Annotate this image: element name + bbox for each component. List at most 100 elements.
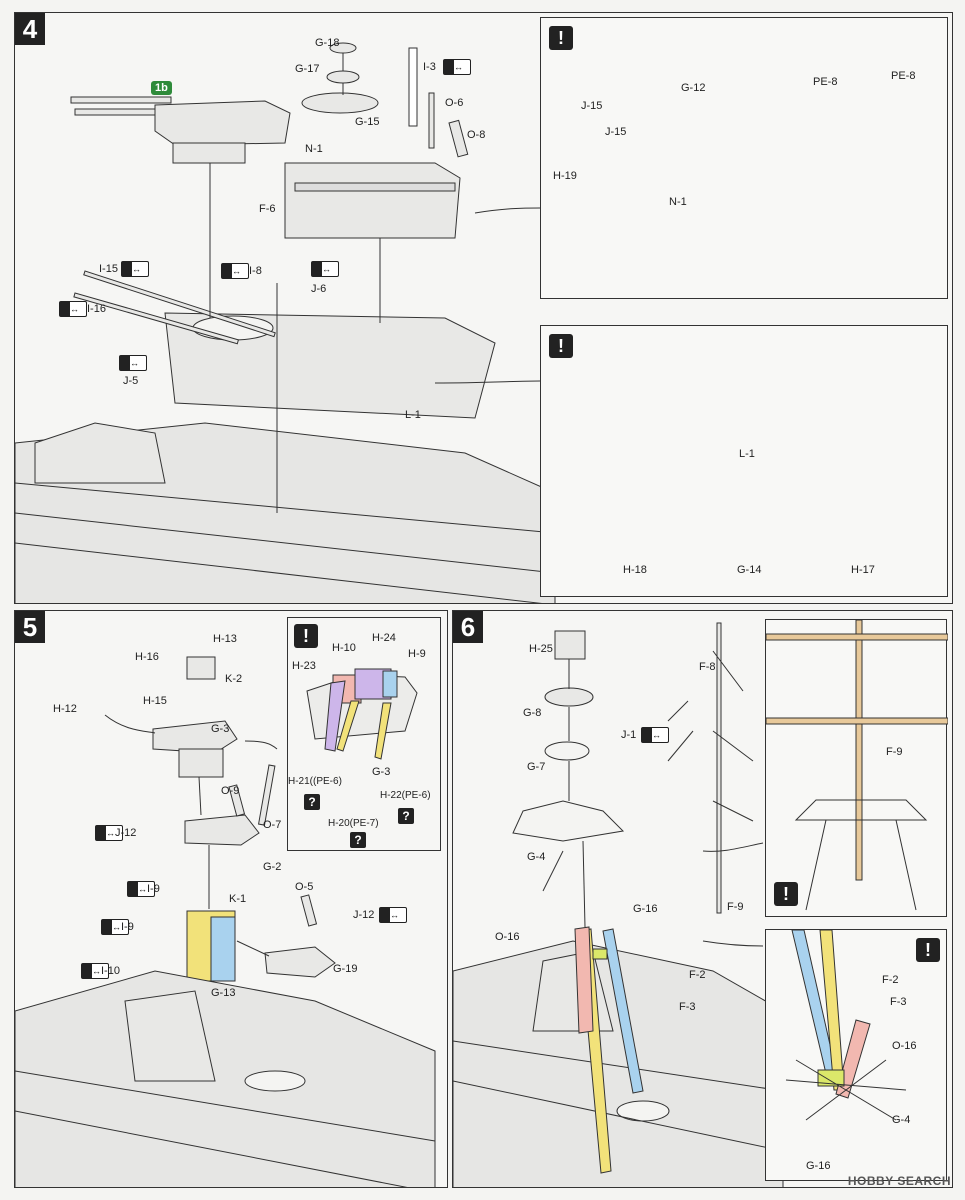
photo-etch-icon: ? bbox=[398, 808, 414, 824]
label-i16: I-16 bbox=[87, 303, 106, 315]
step-number: 5 bbox=[15, 611, 45, 643]
caution-icon: ! bbox=[294, 624, 318, 648]
mast-detail-drawing bbox=[766, 620, 948, 911]
label-i9a: I-9 bbox=[147, 883, 160, 895]
label-g13: G-13 bbox=[211, 987, 236, 999]
label-h22: H-22(PE-6) bbox=[380, 790, 431, 801]
label-j5: J-5 bbox=[123, 375, 139, 387]
label-j6: J-6 bbox=[311, 283, 327, 295]
step-5-panel: 5 bbox=[14, 610, 448, 1188]
label-g4-detail: G-4 bbox=[892, 1114, 911, 1126]
cut-icon: ↔ bbox=[641, 727, 669, 743]
label-h19: H-19 bbox=[553, 170, 577, 182]
photo-etch-icon: ? bbox=[350, 832, 366, 848]
cut-icon: ↔ bbox=[121, 261, 149, 277]
caution-icon: ! bbox=[916, 938, 940, 962]
label-f9-detail: F-9 bbox=[886, 746, 903, 758]
photo-etch-icon: ? bbox=[304, 794, 320, 810]
label-g18: G-18 bbox=[315, 37, 340, 49]
label-g7: G-7 bbox=[527, 761, 546, 773]
label-g16: G-16 bbox=[633, 903, 658, 915]
label-h18: H-18 bbox=[623, 564, 647, 576]
label-h23: H-23 bbox=[292, 660, 316, 672]
step-number: 6 bbox=[453, 611, 483, 643]
cut-icon: ↔ bbox=[101, 919, 129, 935]
step-5-drawing bbox=[15, 656, 436, 1187]
label-g19: G-19 bbox=[333, 963, 358, 975]
label-i10: I-10 bbox=[101, 965, 120, 977]
label-g16-detail: G-16 bbox=[806, 1160, 831, 1172]
label-f3-detail: F-3 bbox=[890, 996, 907, 1008]
label-g12: G-12 bbox=[681, 82, 706, 94]
label-j1: J-1 bbox=[621, 729, 637, 741]
cut-icon: ↔ bbox=[379, 907, 407, 923]
caution-icon: ! bbox=[549, 334, 573, 358]
label-j15b: J-15 bbox=[605, 126, 627, 138]
label-h15: H-15 bbox=[143, 695, 167, 707]
detail-callout-bridge: ! H-10 H-24 H-23 H-9 H-21((PE-6) G-3 H-2… bbox=[287, 617, 441, 851]
step-number: 4 bbox=[15, 13, 45, 45]
label-o8: O-8 bbox=[467, 129, 486, 141]
cut-icon: ↔ bbox=[127, 881, 155, 897]
detail-callout-superstructure: ! G-12 J-15 J-15 H-19 N-1 PE-8 PE-8 bbox=[540, 17, 948, 299]
label-g15: G-15 bbox=[355, 116, 380, 128]
label-f2-detail: F-2 bbox=[882, 974, 899, 986]
label-h17: H-17 bbox=[851, 564, 875, 576]
label-i3: I-3 bbox=[423, 61, 436, 73]
label-j12b: J-12 bbox=[353, 909, 375, 921]
label-i9b: I-9 bbox=[121, 921, 134, 933]
label-o16: O-16 bbox=[495, 931, 520, 943]
cut-icon: ↔ bbox=[81, 963, 109, 979]
label-k1: K-1 bbox=[229, 893, 247, 905]
tripod-detail-drawing bbox=[785, 930, 907, 1121]
caution-icon: ! bbox=[774, 882, 798, 906]
label-l1: L-1 bbox=[405, 409, 421, 421]
label-h10: H-10 bbox=[332, 642, 356, 654]
step-6-drawing bbox=[453, 622, 784, 1187]
label-h9: H-9 bbox=[408, 648, 426, 660]
label-j12a: J-12 bbox=[115, 827, 137, 839]
label-g17: G-17 bbox=[295, 63, 320, 75]
label-o9: O-9 bbox=[221, 785, 240, 797]
label-h24: H-24 bbox=[372, 632, 396, 644]
cut-icon: ↔ bbox=[95, 825, 123, 841]
label-g3: G-3 bbox=[211, 723, 230, 735]
label-g14: G-14 bbox=[737, 564, 762, 576]
label-o7: O-7 bbox=[263, 819, 282, 831]
detail-callout-base: ! L-1 H-18 G-14 H-17 bbox=[540, 325, 948, 597]
cut-icon: ↔ bbox=[311, 261, 339, 277]
label-f2: F-2 bbox=[689, 969, 706, 981]
label-h21: H-21((PE-6) bbox=[288, 776, 342, 787]
turret-reference-badge: 1b bbox=[151, 81, 172, 95]
label-g8: G-8 bbox=[523, 707, 542, 719]
label-o16-detail: O-16 bbox=[892, 1040, 917, 1052]
label-n1: N-1 bbox=[305, 143, 323, 155]
label-h12: H-12 bbox=[53, 703, 77, 715]
watermark: HOBBY SEARCH bbox=[847, 1174, 951, 1188]
label-f9: F-9 bbox=[727, 901, 744, 913]
label-g3-detail: G-3 bbox=[372, 766, 391, 778]
label-h16: H-16 bbox=[135, 651, 159, 663]
label-h25: H-25 bbox=[529, 643, 553, 655]
cut-icon: ↔ bbox=[119, 355, 147, 371]
label-l1-detail: L-1 bbox=[739, 448, 755, 460]
cut-icon: ↔ bbox=[59, 301, 87, 317]
label-n1-detail: N-1 bbox=[669, 196, 687, 208]
label-k2: K-2 bbox=[225, 673, 243, 685]
label-g2: G-2 bbox=[263, 861, 282, 873]
label-f8: F-8 bbox=[699, 661, 716, 673]
cut-icon: ↔ bbox=[221, 263, 249, 279]
label-o5: O-5 bbox=[295, 881, 314, 893]
label-h13: H-13 bbox=[213, 633, 237, 645]
label-i8: I-8 bbox=[249, 265, 262, 277]
step-4-panel: 4 bbox=[14, 12, 953, 604]
label-f6: F-6 bbox=[259, 203, 276, 215]
label-i15: I-15 bbox=[99, 263, 118, 275]
label-o6: O-6 bbox=[445, 97, 464, 109]
label-g4: G-4 bbox=[527, 851, 546, 863]
label-h20: H-20(PE-7) bbox=[328, 818, 379, 829]
label-pe8b: PE-8 bbox=[891, 70, 916, 82]
caution-icon: ! bbox=[549, 26, 573, 50]
detail-callout-tripod: ! F-2 F-3 O-16 G-4 G-16 bbox=[765, 929, 947, 1181]
detail-callout-mast: F-9 ! bbox=[765, 619, 948, 917]
